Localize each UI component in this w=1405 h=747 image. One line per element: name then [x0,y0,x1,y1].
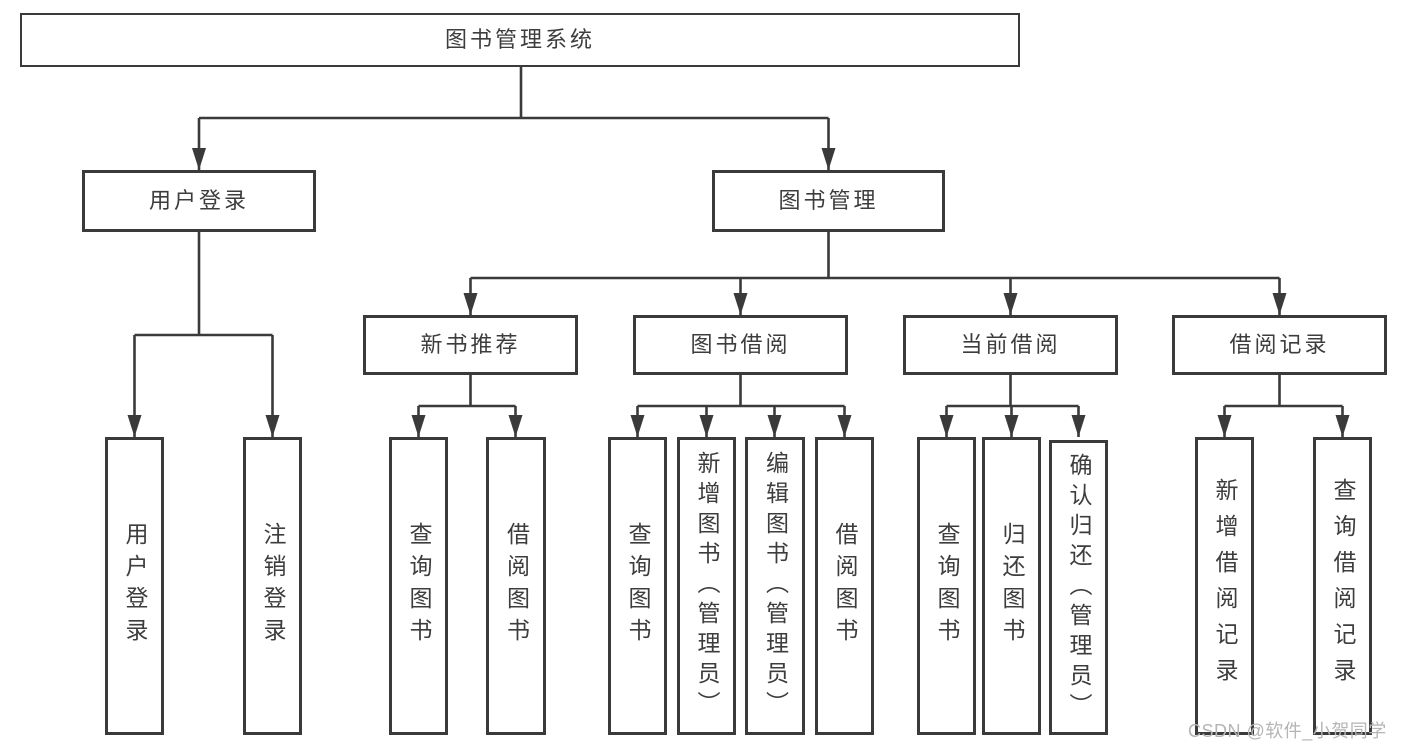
node-user-login-label: 用户登录 [148,188,249,213]
leaf-add-books-admin-label: 新增图书（管理员） [694,451,720,721]
csdn-watermark: CSDN @软件_小贺同学 [1188,721,1387,741]
node-book-borrow-label: 图书借阅 [690,332,791,357]
node-new-book-recommend: 新书推荐 [363,315,578,375]
leaf-query-books-borrow: 查询图书 [608,437,667,735]
leaf-edit-books-admin: 编辑图书（管理员） [745,437,805,735]
leaf-query-books-current: 查询图书 [917,437,976,735]
leaf-return-books-label: 归还图书 [999,522,1025,650]
leaf-borrow-books-recommend: 借阅图书 [486,437,546,735]
leaf-query-books-borrow-label: 查询图书 [625,522,651,650]
leaf-query-books-recommend: 查询图书 [389,437,448,735]
leaf-add-borrow-record-label: 新增借阅记录 [1212,478,1238,694]
node-book-management-label: 图书管理 [778,188,879,213]
node-book-borrow: 图书借阅 [633,315,848,375]
node-current-borrow: 当前借阅 [903,315,1118,375]
leaf-return-books: 归还图书 [982,437,1041,735]
leaf-query-borrow-record-label: 查询借阅记录 [1330,478,1356,694]
leaf-user-login: 用户登录 [105,437,164,735]
node-system-root-label: 图书管理系统 [444,27,595,52]
leaf-confirm-return-admin: 确认归还（管理员） [1049,440,1108,735]
node-user-login: 用户登录 [82,170,316,232]
node-new-book-recommend-label: 新书推荐 [420,332,521,357]
leaf-borrow-books-recommend-label: 借阅图书 [503,522,530,650]
node-book-management: 图书管理 [712,170,945,232]
leaf-query-borrow-record: 查询借阅记录 [1313,437,1372,735]
leaf-query-books-current-label: 查询图书 [934,522,960,650]
node-borrow-records-label: 借阅记录 [1229,332,1330,357]
node-current-borrow-label: 当前借阅 [960,332,1061,357]
leaf-borrow-books-label: 借阅图书 [832,522,858,650]
leaf-borrow-books: 借阅图书 [815,437,874,735]
leaf-logout: 注销登录 [243,437,302,735]
leaf-user-login-label: 用户登录 [122,522,148,650]
leaf-confirm-return-admin-label: 确认归还（管理员） [1066,452,1092,723]
node-borrow-records: 借阅记录 [1172,315,1387,375]
node-system-root: 图书管理系统 [20,13,1020,67]
leaf-add-borrow-record: 新增借阅记录 [1195,437,1254,735]
leaf-add-books-admin: 新增图书（管理员） [677,437,736,735]
leaf-logout-label: 注销登录 [260,522,286,650]
leaf-query-books-recommend-label: 查询图书 [406,522,432,650]
leaf-edit-books-admin-label: 编辑图书（管理员） [762,451,789,721]
